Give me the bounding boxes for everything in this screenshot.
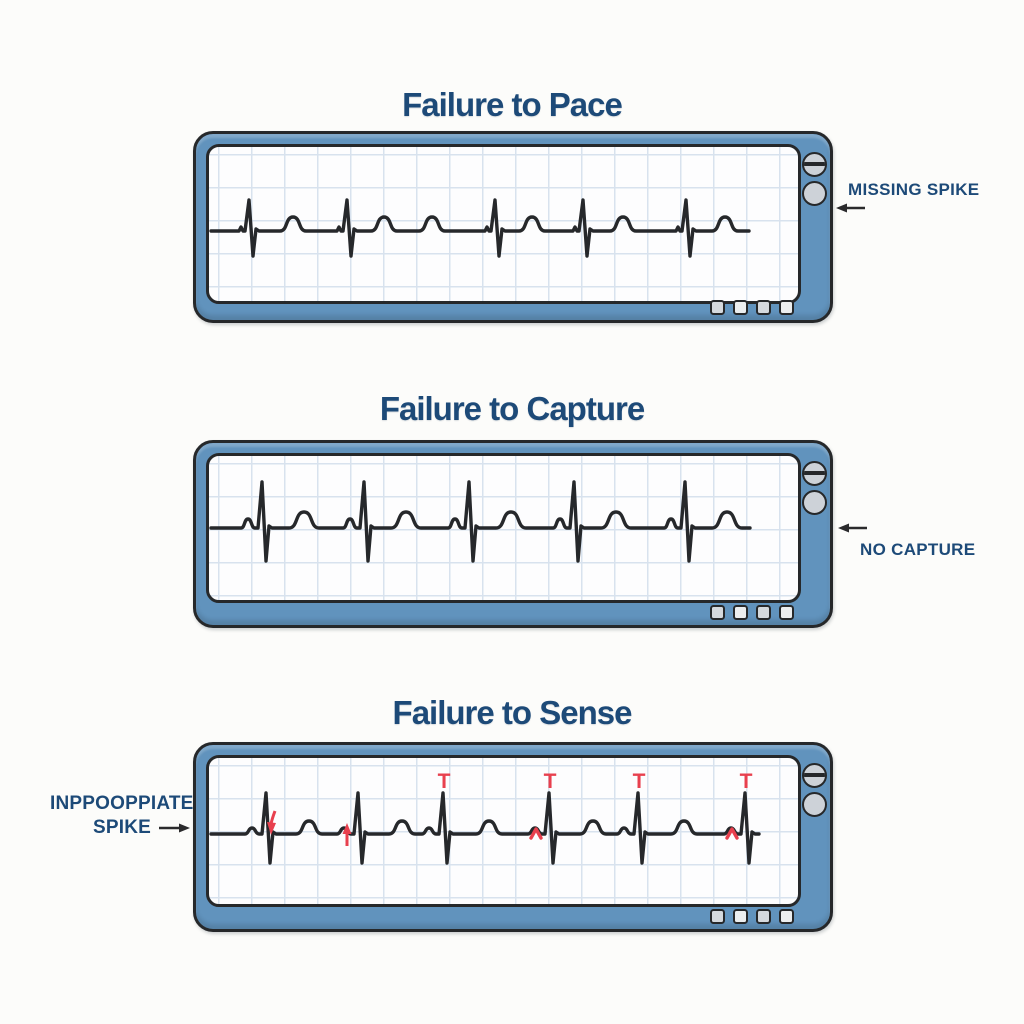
annotation-label-line1: INPPOOPPIATE	[50, 793, 194, 814]
monitor-knobs	[802, 763, 827, 817]
red-down-arrow-icon	[269, 810, 277, 825]
control-button-icon	[779, 300, 794, 315]
ecg-monitor-pace	[193, 131, 833, 323]
ecg-trace	[209, 480, 752, 563]
ecg-screen	[206, 144, 801, 304]
round-knob-icon	[802, 792, 827, 817]
red-t-label: T	[438, 770, 451, 793]
screw-knob-icon	[802, 152, 827, 177]
monitor-buttons	[710, 300, 794, 315]
ecg-trace	[209, 198, 751, 258]
ecg-monitor-capture	[193, 440, 833, 628]
annotation-label-line2: SPIKE	[92, 816, 151, 838]
control-button-icon	[779, 909, 794, 924]
red-caret-icon	[529, 827, 543, 840]
red-caret-icon	[725, 827, 739, 840]
red-t-label: T	[740, 770, 753, 793]
control-button-icon	[710, 909, 725, 924]
left-arrow-icon	[838, 523, 867, 533]
page-title-failure-to-pace: Failure to Pace	[402, 86, 623, 123]
control-button-icon	[733, 909, 748, 924]
round-knob-icon	[802, 490, 827, 515]
control-button-icon	[756, 605, 771, 620]
control-button-icon	[779, 605, 794, 620]
page-title-failure-to-sense: Failure to Sense	[392, 694, 633, 731]
monitor-buttons	[710, 605, 794, 620]
control-button-icon	[733, 605, 748, 620]
ecg-screen	[206, 453, 801, 603]
left-arrow-icon	[836, 203, 865, 213]
page-title-failure-to-capture: Failure to Capture	[379, 390, 645, 427]
control-button-icon	[756, 909, 771, 924]
annotation-label: NO CAPTURE	[860, 540, 976, 559]
control-button-icon	[756, 300, 771, 315]
control-button-icon	[710, 605, 725, 620]
control-button-icon	[733, 300, 748, 315]
right-arrow-icon	[159, 823, 190, 833]
annotation-inappropriate-spike: INPPOOPPIATE SPIKE	[50, 792, 194, 840]
annotation-label: MISSING SPIKE	[848, 180, 980, 199]
screw-knob-icon	[802, 461, 827, 486]
monitor-knobs	[802, 461, 827, 515]
red-t-label: T	[633, 770, 646, 793]
round-knob-icon	[802, 181, 827, 206]
control-button-icon	[710, 300, 725, 315]
monitor-buttons	[710, 909, 794, 924]
monitor-knobs	[802, 152, 827, 206]
screw-knob-icon	[802, 763, 827, 788]
red-t-label: T	[544, 770, 557, 793]
